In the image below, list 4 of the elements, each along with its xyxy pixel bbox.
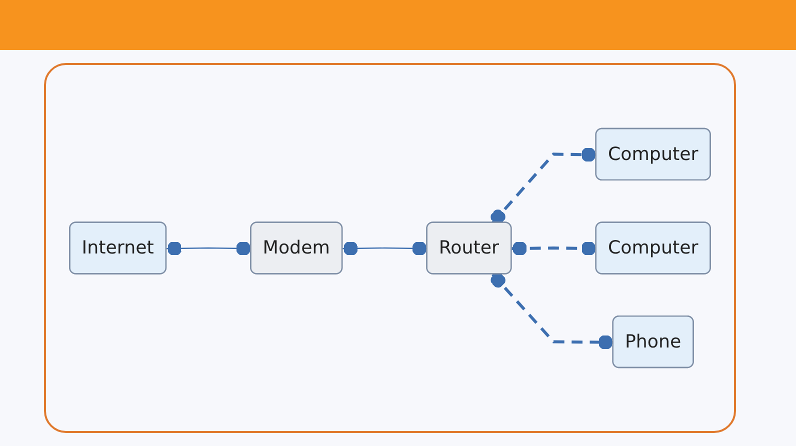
connector	[490, 272, 614, 350]
connector	[342, 241, 428, 256]
connector	[512, 241, 596, 256]
connector	[166, 241, 252, 256]
